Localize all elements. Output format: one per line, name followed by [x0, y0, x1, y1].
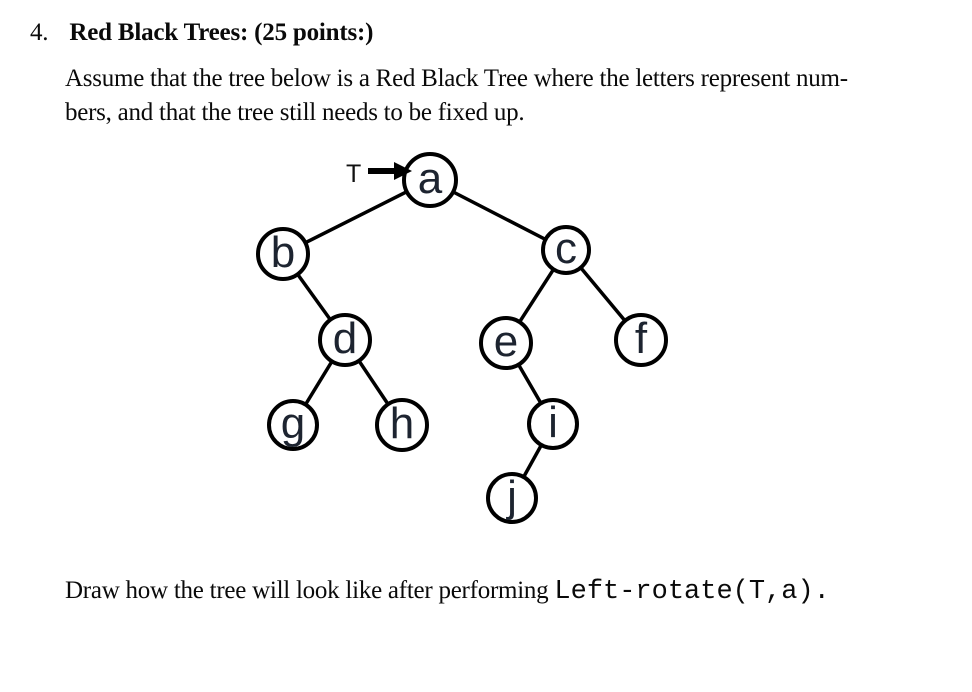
question-instruction: Draw how the tree will look like after p… — [65, 578, 830, 606]
tree-edge-d-h — [343, 339, 404, 426]
question-body-line-2: bers, and that the tree still needs to b… — [65, 99, 525, 126]
root-pointer-arrowhead — [394, 162, 412, 180]
tree-edge-a-c — [429, 178, 567, 252]
tree-node-b — [256, 227, 310, 281]
tree-node-f — [614, 313, 668, 367]
question-heading: 4. Red Black Trees: (25 points:) — [30, 20, 373, 45]
tree-node-a — [402, 152, 458, 208]
tree-node-label-j: j — [505, 472, 517, 521]
tree-node-label-e: e — [494, 317, 518, 366]
tree-node-label-g: g — [281, 399, 305, 448]
question-title: Red Black Trees: (25 points:) — [69, 19, 374, 46]
tree-node-g — [267, 399, 319, 451]
tree-edge-a-b — [282, 178, 431, 256]
root-pointer-label: T — [346, 160, 361, 188]
tree-node-label-d: d — [333, 314, 357, 363]
tree-node-label-a: a — [418, 154, 443, 203]
tree-node-e — [479, 316, 533, 370]
tree-edge-c-f — [564, 248, 643, 342]
tree-node-label-f: f — [635, 314, 648, 363]
tree-node-label-c: c — [555, 224, 577, 273]
instruction-text: Draw how the tree will look like after p… — [65, 577, 555, 604]
tree-node-c — [541, 225, 591, 275]
question-body-line-1: Assume that the tree below is a Red Blac… — [65, 65, 848, 92]
tree-node-d — [318, 313, 372, 367]
tree-node-label-h: h — [390, 399, 414, 448]
tree-edge-i-j — [510, 423, 555, 499]
tree-node-h — [375, 398, 429, 452]
tree-node-j — [486, 472, 538, 524]
tree-edge-e-i — [504, 342, 555, 425]
tree-node-label-b: b — [271, 228, 295, 277]
instruction-code: Left-rotate(T,a). — [554, 577, 830, 607]
tree-edge-c-e — [504, 249, 568, 344]
question-number: 4. — [30, 19, 49, 46]
tree-node-label-i: i — [548, 398, 558, 447]
tree-edge-b-d — [281, 252, 347, 342]
tree-node-i — [527, 398, 579, 450]
tree-edge-d-g — [291, 339, 347, 426]
